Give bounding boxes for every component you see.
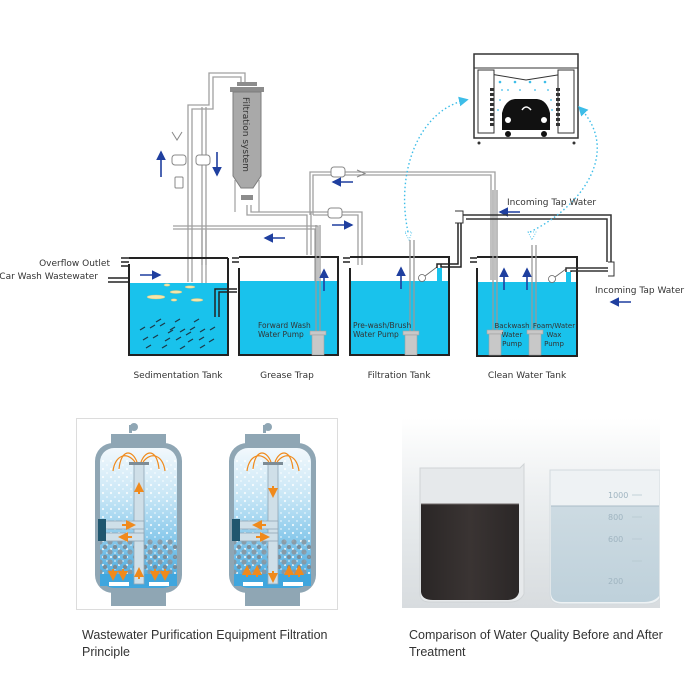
beaker-graduation-mark: 1000 xyxy=(608,491,628,500)
spray-nozzle-icon xyxy=(404,231,537,241)
water-quality-comparison-photo: 1000 800 600 200 xyxy=(402,418,660,608)
caption-line: Wastewater Purification Equipment Filtra… xyxy=(82,628,328,642)
caption-line: Treatment xyxy=(409,645,466,659)
sedimentation-riser-pipe xyxy=(201,230,207,265)
beaker-graduation-mark: 800 xyxy=(608,513,623,522)
car-wash-wastewater-label: Car Wash Wastewater xyxy=(0,272,98,282)
tank-label: Sedimentation Tank xyxy=(133,371,223,381)
pump-label: Foam/Water xyxy=(533,322,575,330)
pump-icon xyxy=(486,329,544,356)
incoming-tap-water-label: Incoming Tap Water xyxy=(595,286,684,296)
filter-vessel-icon xyxy=(95,423,182,606)
flow-arrows xyxy=(140,150,631,307)
clean-water-beaker: 1000 800 600 200 xyxy=(549,469,660,605)
car-wash-bay-icon xyxy=(473,53,579,145)
tank-label: Filtration Tank xyxy=(368,371,432,381)
sedimentation-tank xyxy=(108,257,237,356)
pump-label: Water Pump xyxy=(258,330,304,339)
pump-icon xyxy=(402,330,420,356)
filter-vessel-icon xyxy=(229,423,316,606)
dirty-water-beaker xyxy=(419,462,525,603)
pump-label: Pump xyxy=(502,340,522,348)
filtration-principle-caption: Wastewater Purification Equipment Filtra… xyxy=(82,627,327,661)
incoming-tap-water-label: Incoming Tap Water xyxy=(507,198,596,208)
filtration-tank xyxy=(343,215,462,356)
wastewater-process-diagram: Filtration system xyxy=(0,53,684,381)
water-quality-caption: Comparison of Water Quality Before and A… xyxy=(409,627,663,661)
pump-label: Backwash xyxy=(494,322,529,330)
overflow-outlet-label: Overflow Outlet xyxy=(39,259,110,269)
filtration-principle-illustration xyxy=(76,418,338,610)
filtration-system-label: Filtration system xyxy=(240,97,250,172)
spray-flow-paths xyxy=(404,96,598,233)
pump-label: Pre-wash/Brush xyxy=(353,321,411,330)
caption-line: Comparison of Water Quality Before and A… xyxy=(409,628,663,642)
clean-water-tank xyxy=(455,190,615,357)
grease-trap-tank xyxy=(232,225,339,356)
caption-line: Principle xyxy=(82,645,130,659)
valve-icon xyxy=(171,131,367,219)
pump-label: Wax xyxy=(547,331,562,339)
tank-label: Clean Water Tank xyxy=(488,371,567,381)
beaker-graduation-mark: 600 xyxy=(608,535,623,544)
beaker-graduation-mark: 200 xyxy=(608,577,623,586)
pump-label: Forward Wash xyxy=(258,321,311,330)
pump-icon xyxy=(309,330,327,356)
car-icon xyxy=(502,99,550,137)
filtration-system-column: Filtration system xyxy=(230,82,264,212)
pump-label: Pump xyxy=(544,340,564,348)
pump-label: Water xyxy=(502,331,523,339)
pump-label: Water Pump xyxy=(353,330,399,339)
tank-label: Grease Trap xyxy=(260,371,314,381)
